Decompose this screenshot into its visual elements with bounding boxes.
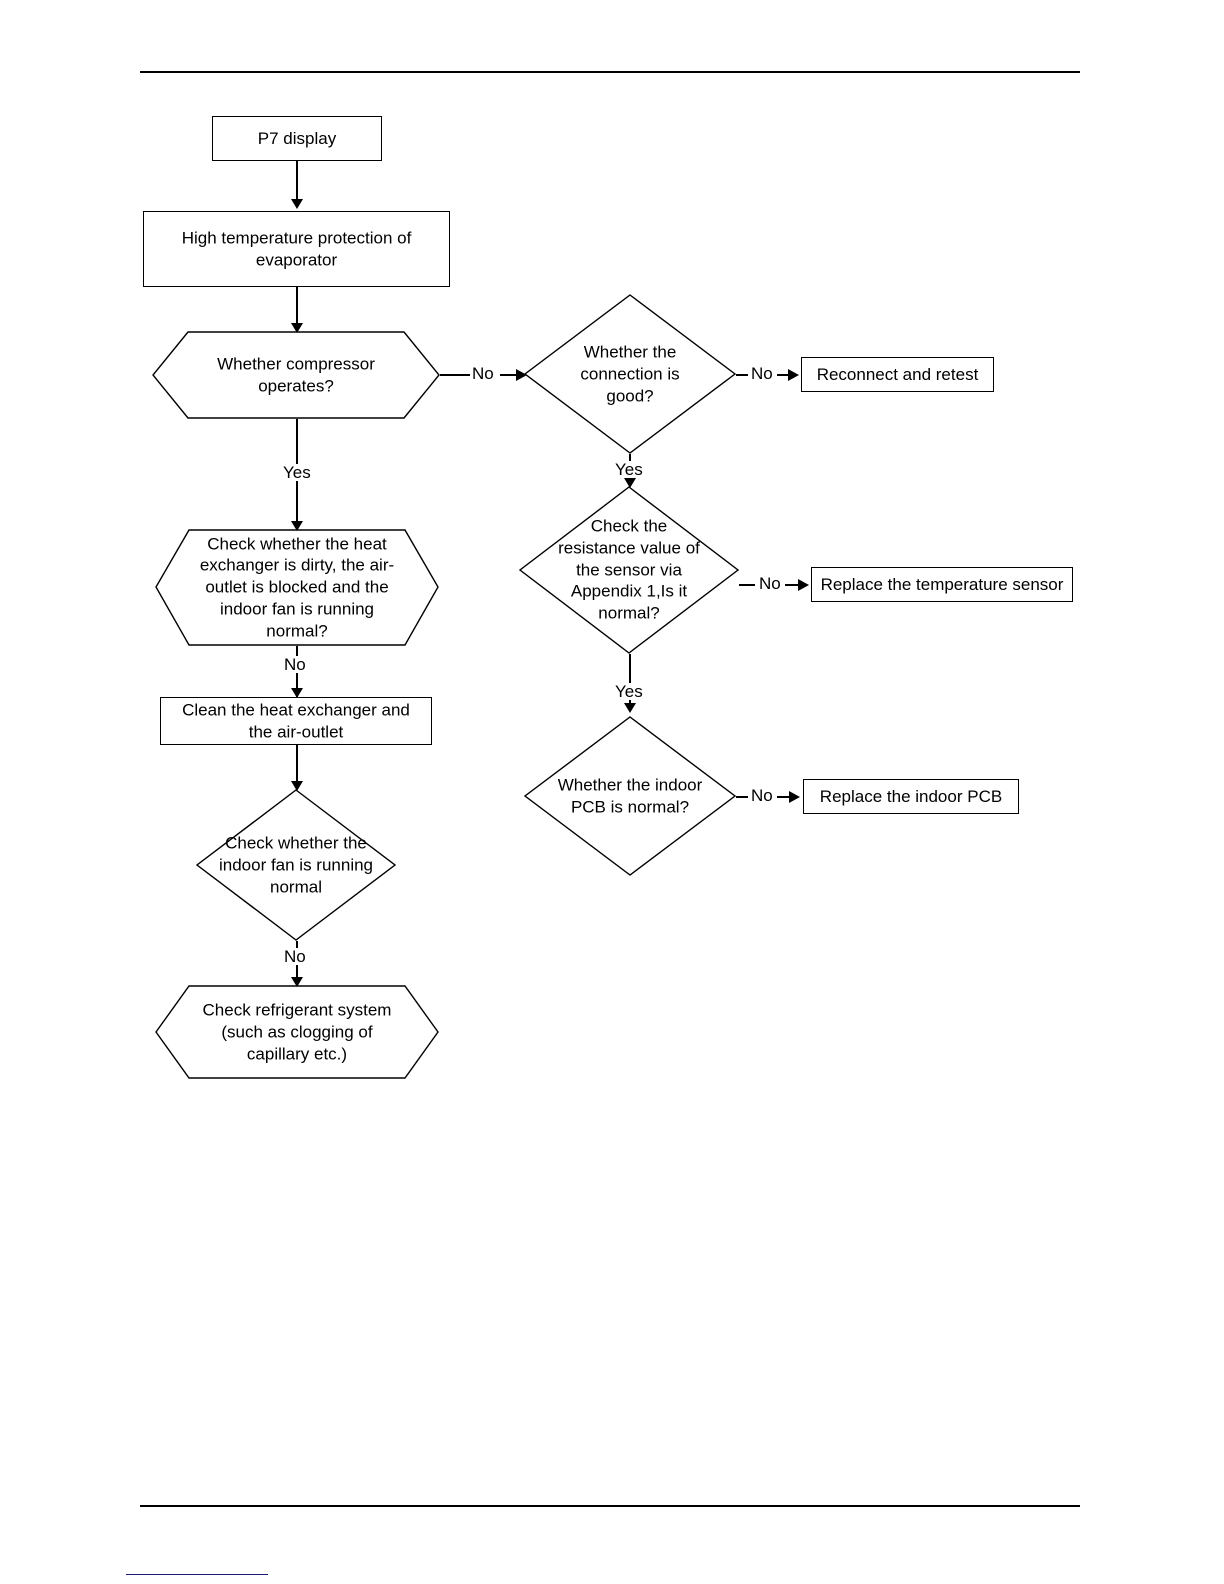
node-whether-indoor-pcb-normal[interactable]: Whether the indoor PCB is normal?	[524, 716, 736, 876]
node-whether-connection-good[interactable]: Whether the connection is good?	[524, 294, 736, 454]
edge-label-resistance-yes: Yes	[613, 682, 645, 701]
footer-rule	[140, 1505, 1080, 1507]
hexagon-shape	[155, 529, 439, 646]
node-clean-heat-exchanger[interactable]: Clean the heat exchanger and the air-out…	[160, 697, 432, 745]
arrow-compressor-yes	[291, 521, 303, 531]
node-whether-compressor-operates[interactable]: Whether compressor operates?	[152, 331, 440, 419]
node-reconnect-and-retest[interactable]: Reconnect and retest	[801, 357, 994, 392]
arrow-heat-exchanger-no	[291, 688, 303, 698]
footer-underline	[126, 1574, 268, 1575]
edge-connection-no-tail	[777, 374, 789, 376]
edge-connection-no	[736, 374, 748, 376]
node-check-indoor-fan-running[interactable]: Check whether the indoor fan is running …	[196, 789, 396, 941]
edge-compressor-no	[440, 374, 470, 376]
arrow-resistance-yes	[624, 703, 636, 713]
arrow-connection-no	[788, 369, 799, 381]
arrow-resistance-no	[798, 579, 809, 591]
edge-resistance-no-tail	[785, 584, 799, 586]
node-label: High temperature protection of evaporato…	[181, 228, 412, 269]
edge-start-to-fault	[296, 161, 298, 201]
node-check-heat-exchanger[interactable]: Check whether the heat exchanger is dirt…	[155, 529, 439, 646]
hexagon-shape	[155, 985, 439, 1079]
node-replace-indoor-pcb[interactable]: Replace the indoor PCB	[803, 779, 1019, 814]
node-p7-display[interactable]: P7 display	[212, 116, 382, 161]
edge-label-connection-yes: Yes	[613, 460, 645, 479]
edge-resistance-no	[739, 584, 755, 586]
edge-pcb-no-tail	[777, 796, 790, 798]
header-rule	[140, 71, 1080, 73]
edge-label-resistance-no: No	[757, 574, 783, 593]
node-label: Clean the heat exchanger and the air-out…	[182, 700, 410, 741]
node-label: Replace the indoor PCB	[819, 786, 1003, 806]
arrow-connection-yes	[624, 478, 636, 488]
node-check-resistance-value[interactable]: Check the resistance value of the sensor…	[519, 486, 739, 654]
diamond-shape	[196, 789, 396, 941]
arrow-start-to-fault	[291, 199, 303, 209]
arrow-clean-to-indoor-fan	[291, 781, 303, 791]
edge-compressor-no-tail	[500, 374, 524, 376]
arrow-compressor-no	[516, 369, 527, 381]
node-high-temperature-protection[interactable]: High temperature protection of evaporato…	[143, 211, 450, 287]
arrow-indoor-fan-no	[291, 977, 303, 987]
edge-fault-to-compressor	[296, 287, 298, 331]
edge-resistance-yes	[629, 654, 631, 708]
edge-label-heat-exchanger-no: No	[282, 655, 308, 674]
hexagon-shape	[152, 331, 440, 419]
edge-label-compressor-yes: Yes	[281, 463, 313, 482]
node-label: Reconnect and retest	[816, 364, 979, 384]
diamond-shape	[524, 294, 736, 454]
edge-label-compressor-no: No	[470, 364, 496, 383]
edge-label-pcb-no: No	[749, 786, 775, 805]
node-replace-temperature-sensor[interactable]: Replace the temperature sensor	[811, 567, 1073, 602]
node-check-refrigerant-system[interactable]: Check refrigerant system (such as cloggi…	[155, 985, 439, 1079]
edge-clean-to-indoor-fan	[296, 745, 298, 789]
diamond-shape	[524, 716, 736, 876]
node-label: P7 display	[257, 128, 337, 148]
arrow-pcb-no	[789, 791, 800, 803]
edge-label-indoor-fan-no: No	[282, 947, 308, 966]
arrow-fault-to-compressor	[291, 323, 303, 333]
edge-pcb-no	[736, 796, 748, 798]
diamond-shape	[519, 486, 739, 654]
node-label: Replace the temperature sensor	[820, 574, 1064, 594]
edge-label-connection-no: No	[749, 364, 775, 383]
